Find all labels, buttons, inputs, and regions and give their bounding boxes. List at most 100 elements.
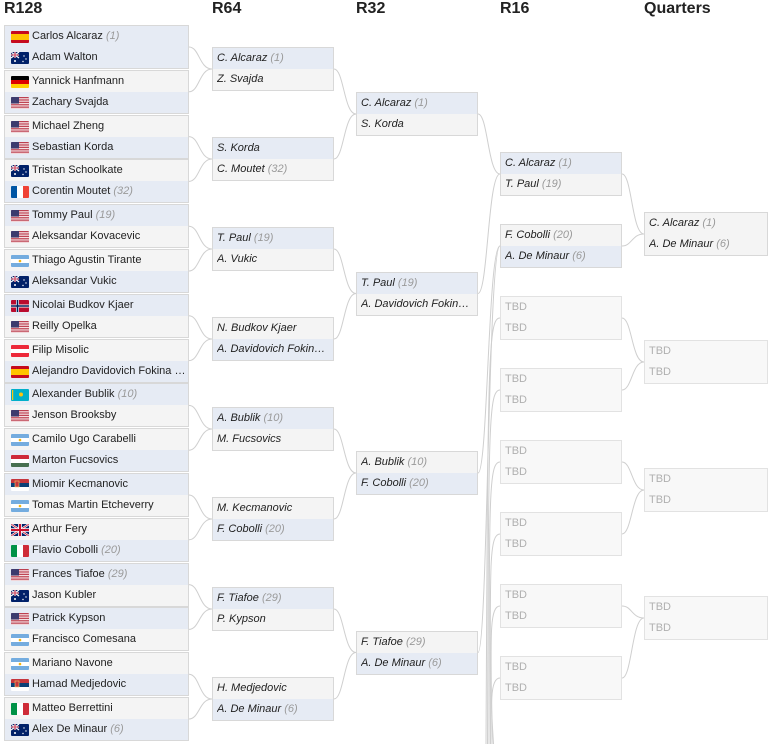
- player-row[interactable]: F. Tiafoe (29): [213, 588, 333, 609]
- player-row[interactable]: Z. Svajda: [213, 69, 333, 90]
- player-row[interactable]: Zachary Svajda: [5, 91, 188, 113]
- match-r16-1[interactable]: C. Alcaraz (1)T. Paul (19): [500, 152, 622, 196]
- match-r128-13[interactable]: Frances Tiafoe (29)Jason Kubler: [4, 562, 189, 607]
- player-row[interactable]: T. Paul (19): [213, 228, 333, 249]
- match-r32-3[interactable]: A. Bublik (10)F. Cobolli (20): [356, 451, 478, 495]
- player-row[interactable]: S. Korda: [357, 114, 477, 135]
- player-row[interactable]: Flavio Cobolli (20): [5, 539, 188, 561]
- player-row[interactable]: A. Bublik (10): [213, 408, 333, 429]
- player-row[interactable]: Marton Fucsovics: [5, 450, 188, 472]
- player-row[interactable]: F. Cobolli (20): [501, 225, 621, 246]
- player-row[interactable]: TBD: [501, 462, 621, 483]
- player-row[interactable]: S. Korda: [213, 138, 333, 159]
- player-row[interactable]: A. De Minaur (6): [357, 652, 477, 674]
- player-row[interactable]: TBD: [645, 490, 767, 511]
- player-row[interactable]: Miomir Kecmanovic: [5, 474, 188, 495]
- player-row[interactable]: C. Alcaraz (1): [357, 93, 477, 114]
- player-row[interactable]: A. De Minaur (6): [501, 246, 621, 267]
- player-row[interactable]: Tristan Schoolkate: [5, 160, 188, 181]
- player-row[interactable]: TBD: [645, 362, 767, 383]
- player-row[interactable]: TBD: [501, 585, 621, 606]
- player-row[interactable]: T. Paul (19): [501, 174, 621, 195]
- player-row[interactable]: Tomas Martin Etcheverry: [5, 495, 188, 516]
- player-row[interactable]: TBD: [501, 441, 621, 462]
- player-row[interactable]: Thiago Agustin Tirante: [5, 250, 188, 271]
- match-r64-1[interactable]: C. Alcaraz (1)Z. Svajda: [212, 47, 334, 91]
- match-r32-2[interactable]: T. Paul (19)A. Davidovich Fokina (14): [356, 271, 478, 316]
- player-row[interactable]: TBD: [501, 534, 621, 555]
- player-row[interactable]: TBD: [645, 469, 767, 490]
- player-row[interactable]: F. Tiafoe (29): [357, 632, 477, 653]
- player-row[interactable]: Adam Walton: [5, 47, 188, 68]
- player-row[interactable]: Alexander Bublik (10): [5, 384, 188, 406]
- match-r128-1[interactable]: Carlos Alcaraz (1)Adam Walton: [4, 25, 189, 69]
- player-row[interactable]: Aleksandar Kovacevic: [5, 226, 188, 247]
- player-row[interactable]: Carlos Alcaraz (1): [5, 26, 188, 47]
- player-row[interactable]: C. Moutet (32): [213, 159, 333, 180]
- player-row[interactable]: H. Medjedovic: [213, 678, 333, 699]
- player-row[interactable]: Tommy Paul (19): [5, 205, 188, 227]
- player-row[interactable]: TBD: [645, 341, 767, 362]
- player-row[interactable]: A. De Minaur (6): [645, 234, 767, 255]
- player-row[interactable]: C. Alcaraz (1): [213, 48, 333, 69]
- player-row[interactable]: C. Alcaraz (1): [645, 213, 767, 234]
- player-row[interactable]: F. Cobolli (20): [213, 519, 333, 540]
- match-r64-5[interactable]: A. Bublik (10)M. Fucsovics: [212, 407, 334, 451]
- player-row[interactable]: Arthur Fery: [5, 519, 188, 540]
- match-r64-7[interactable]: F. Tiafoe (29)P. Kypson: [212, 587, 334, 631]
- player-row[interactable]: M. Kecmanovic: [213, 498, 333, 519]
- match-qf-1[interactable]: C. Alcaraz (1)A. De Minaur (6): [644, 212, 768, 256]
- player-row[interactable]: Alejandro Davidovich Fokina (14): [5, 360, 188, 382]
- match-r128-5[interactable]: Tommy Paul (19)Aleksandar Kovacevic: [4, 204, 189, 249]
- player-row[interactable]: Jenson Brooksby: [5, 405, 188, 426]
- match-r128-9[interactable]: Alexander Bublik (10)Jenson Brooksby: [4, 383, 189, 428]
- player-row[interactable]: TBD: [645, 618, 767, 639]
- player-row[interactable]: TBD: [501, 606, 621, 627]
- player-row[interactable]: TBD: [501, 297, 621, 318]
- player-row[interactable]: Sebastian Korda: [5, 136, 188, 158]
- player-row[interactable]: A. De Minaur (6): [213, 699, 333, 720]
- player-row[interactable]: Mariano Navone: [5, 653, 188, 674]
- player-row[interactable]: P. Kypson: [213, 609, 333, 630]
- player-row[interactable]: TBD: [501, 318, 621, 339]
- player-row[interactable]: Francisco Comesana: [5, 629, 188, 650]
- match-r64-3[interactable]: T. Paul (19)A. Vukic: [212, 227, 334, 271]
- player-row[interactable]: Frances Tiafoe (29): [5, 563, 188, 585]
- player-row[interactable]: Michael Zheng: [5, 116, 188, 137]
- player-row[interactable]: TBD: [501, 390, 621, 411]
- player-row[interactable]: N. Budkov Kjaer: [213, 318, 333, 339]
- player-row[interactable]: Corentin Moutet (32): [5, 181, 188, 203]
- player-row[interactable]: TBD: [501, 369, 621, 390]
- player-row[interactable]: Yannick Hanfmann: [5, 71, 188, 92]
- player-row[interactable]: TBD: [501, 678, 621, 699]
- player-row[interactable]: TBD: [501, 657, 621, 678]
- player-row[interactable]: TBD: [501, 513, 621, 534]
- player-row[interactable]: F. Cobolli (20): [357, 473, 477, 494]
- player-row[interactable]: Filip Misolic: [5, 340, 188, 361]
- player-row[interactable]: Reilly Opelka: [5, 316, 188, 337]
- player-row[interactable]: A. Vukic: [213, 249, 333, 270]
- player-row[interactable]: M. Fucsovics: [213, 429, 333, 450]
- match-r16-2[interactable]: F. Cobolli (20)A. De Minaur (6): [500, 224, 622, 268]
- player-row[interactable]: Camilo Ugo Carabelli: [5, 429, 188, 450]
- player-row[interactable]: Matteo Berrettini: [5, 698, 188, 719]
